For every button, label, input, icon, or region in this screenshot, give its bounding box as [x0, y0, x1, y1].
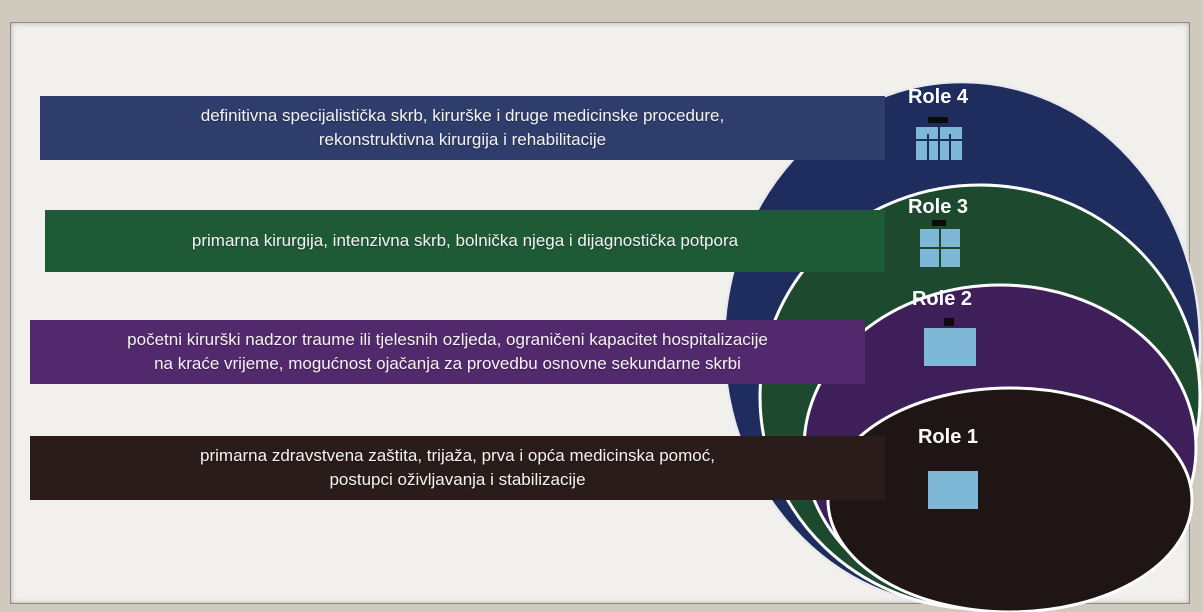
role-2-description-line-2: na kraće vrijeme, mogućnost ojačanja za … [154, 354, 741, 373]
role-1-description-line-2: postupci oživljavanja i stabilizacije [329, 470, 586, 489]
role-4-description-bar: definitivna specijalistička skrb, kirurš… [40, 96, 885, 160]
role-1-ring [826, 386, 1194, 612]
role-4-label: Role 4 [908, 86, 969, 108]
role-1-description-line-1: primarna zdravstvena zaštita, trijaža, p… [200, 446, 715, 465]
role-2-description-line-1: početni kirurški nadzor traume ili tjele… [127, 330, 768, 349]
role-3-hospital-icon [920, 220, 960, 267]
role-1-label: Role 1 [918, 426, 978, 448]
role-2-label: Role 2 [912, 288, 972, 310]
role-3-label: Role 3 [908, 196, 968, 218]
role-4-hospital-icon [916, 117, 962, 160]
role-2-description-bar: početni kirurški nadzor traume ili tjele… [30, 320, 865, 384]
role-1-description-bar: primarna zdravstvena zaštita, trijaža, p… [30, 436, 885, 500]
role-3-description-line-1: primarna kirurgija, intenzivna skrb, bol… [191, 231, 739, 250]
role-1-aid-post-icon [928, 471, 978, 509]
role-3-description-bar: primarna kirurgija, intenzivna skrb, bol… [45, 210, 885, 272]
role-2-clinic-icon [924, 318, 976, 366]
role-4-description-line-2: rekonstruktivna kirurgija i rehabilitaci… [318, 130, 607, 149]
role-4-description-line-1: definitivna specijalistička skrb, kirurš… [200, 106, 725, 125]
